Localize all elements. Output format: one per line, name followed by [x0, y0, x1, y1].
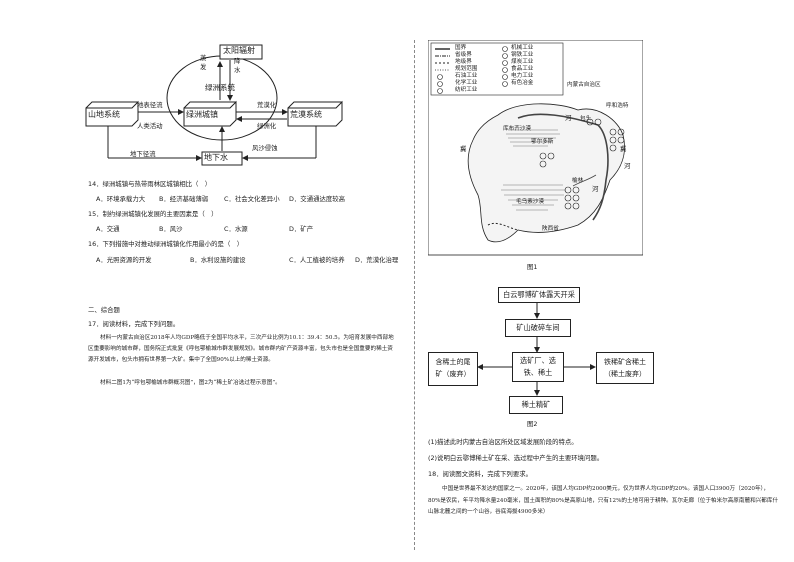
map-label-river-3: 河 [624, 162, 631, 170]
legend-prefecture-border: 地级界 [455, 59, 472, 65]
map-label-yulin: 榆林 [572, 178, 584, 184]
legend-food: 食品工业 [511, 66, 534, 72]
legend-textile: 纺织工业 [455, 87, 478, 93]
q15-stem: 15．制约绿洲城镇化发展的主要因素是（ ） [88, 210, 218, 218]
oasisification-label: 绿洲化 [257, 122, 277, 130]
map-label-river-2: 河 [592, 185, 599, 193]
legend-steel: 钢铁工业 [511, 52, 534, 58]
legend-machinery: 机械工业 [511, 45, 534, 51]
q15-option-a: A．交通 [96, 225, 120, 233]
flow-node-iron-ore: 铁稀矿含稀土 （稀土废弃） [596, 352, 654, 384]
legend-chemical: 化学工业 [455, 80, 478, 86]
map-label-shaanxi: 陕西省 [542, 226, 559, 232]
q15-option-c: C．水源 [224, 225, 248, 233]
figure2-caption: 图2 [527, 420, 538, 428]
legend-provincial-border: 省级界 [455, 52, 472, 58]
q18-stem: 18．阅读图文资料，完成下列要求。 [428, 470, 532, 478]
q17-material1: 材料一内蒙古自治区2018年人均GDP略低于全国平均水平，三次产业比例为10.1… [88, 335, 394, 363]
flow-node-tailings-line1: 含稀土的尾 [435, 358, 471, 366]
q16-option-d: D．荒漠化治理 [355, 256, 399, 264]
map-label-hohhot: 呼和浩特 [606, 103, 629, 109]
map-label-river-1: 河 [565, 114, 572, 122]
figure1-caption: 图1 [527, 263, 538, 271]
q14-option-d: D．交通通达度较高 [289, 195, 346, 203]
flow-node-concentrate: 稀土精矿 [509, 396, 563, 414]
flowchart-arrows [477, 301, 596, 396]
legend-nonferrous: 有色冶金 [511, 80, 534, 86]
oasis-system-diagram [85, 44, 343, 166]
map-label-baotou: 包头 [580, 116, 592, 122]
oasis-system-label: 绿洲系统 [205, 83, 235, 92]
q14-option-c: C．社会文化差异小 [224, 195, 280, 203]
q16-option-b: B．水利设施的建设 [190, 256, 246, 264]
mountain-system-label: 山地系统 [88, 110, 120, 119]
flow-node-dressing: 选矿厂、选铁、稀土 [512, 352, 564, 382]
human-activity-label: 人类活动 [137, 122, 163, 130]
flow-node-iron-ore-line2: （稀土废弃） [604, 370, 646, 378]
city-cluster-map [428, 40, 643, 256]
flow-node-tailings-line2: 矿（废弃） [435, 370, 471, 378]
flow-node-dressing-text: 选矿厂、选铁、稀土 [520, 356, 556, 377]
legend-planning-area: 规划范围 [455, 66, 478, 72]
legend-power: 电力工业 [511, 73, 534, 79]
map-label-ordos: 鄂尔多斯 [531, 139, 554, 145]
legend-national-border: 国界 [455, 45, 467, 51]
flow-node-crushing: 矿山破碎车间 [505, 319, 571, 337]
q17-part1: (1)描述此时内蒙古自治区所处区域发展阶段的特点。 [428, 438, 578, 446]
flow-node-iron-ore-line1: 铁稀矿含稀土 [604, 358, 646, 366]
oasis-town-label: 绿洲城镇 [186, 110, 218, 119]
legend-coal: 煤炭工业 [511, 59, 534, 65]
underground-runoff-label: 地下径流 [130, 150, 156, 158]
q15-option-b: B．风沙 [159, 225, 183, 233]
flow-node-tailings: 含稀土的尾 矿（废弃） [428, 352, 478, 386]
column-divider [414, 40, 415, 550]
flow-node-mining: 白云鄂博矿体露天开采 [498, 287, 580, 303]
map-label-inner-mongolia: 内蒙古自治区 [567, 82, 601, 88]
groundwater-label: 地下水 [204, 153, 228, 162]
q15-option-d: D．矿产 [289, 225, 314, 233]
map-label-ji-2: 冀 [620, 145, 627, 153]
desert-system-label: 荒漠系统 [290, 110, 322, 119]
solar-radiation-label: 太阳辐射 [223, 46, 255, 55]
section2-heading: 二、综合题 [88, 306, 120, 314]
q14-stem: 14．绿洲城镇与热带雨林区城镇相比（ ） [88, 180, 212, 188]
q17-material2: 材料二图1为“呼包鄂榆城市群概况图”，图2为“稀土矿冶选过程示意图”。 [100, 380, 281, 386]
q16-option-a: A．光照资源的开发 [96, 256, 152, 264]
wind-erosion-label: 风沙侵蚀 [252, 144, 278, 152]
q14-option-a: A．环境承载力大 [96, 195, 146, 203]
map-label-ji-1: 冀 [460, 145, 467, 153]
map-label-kubuqi: 库布齐沙漠 [503, 126, 531, 132]
q16-option-c: C．人工植被的培养 [289, 256, 345, 264]
q16-stem: 16．下列措施中对推动绿洲城镇化作用最小的是（ ） [88, 240, 244, 248]
map-label-mu-us: 毛乌素沙漠 [516, 199, 544, 205]
desertification-label: 荒漠化 [257, 101, 277, 109]
precipitation-label: 降水 [234, 57, 241, 74]
q14-option-b: B．经济基础薄弱 [159, 195, 209, 203]
surface-runoff-label: 地表径流 [137, 101, 163, 109]
q18-text: 中国是世界最不发达的国家之一。2020年，该国人均GDP约2000美元，仅为世界… [428, 486, 779, 515]
q17-part2: (2)说明白云鄂博稀土矿在采、选过程中产生的主要环境问题。 [428, 454, 604, 462]
q17-stem: 17．阅读材料，完成下列问题。 [88, 320, 180, 328]
legend-petroleum: 石油工业 [455, 73, 478, 79]
evaporation-label: 蒸发 [200, 54, 207, 71]
